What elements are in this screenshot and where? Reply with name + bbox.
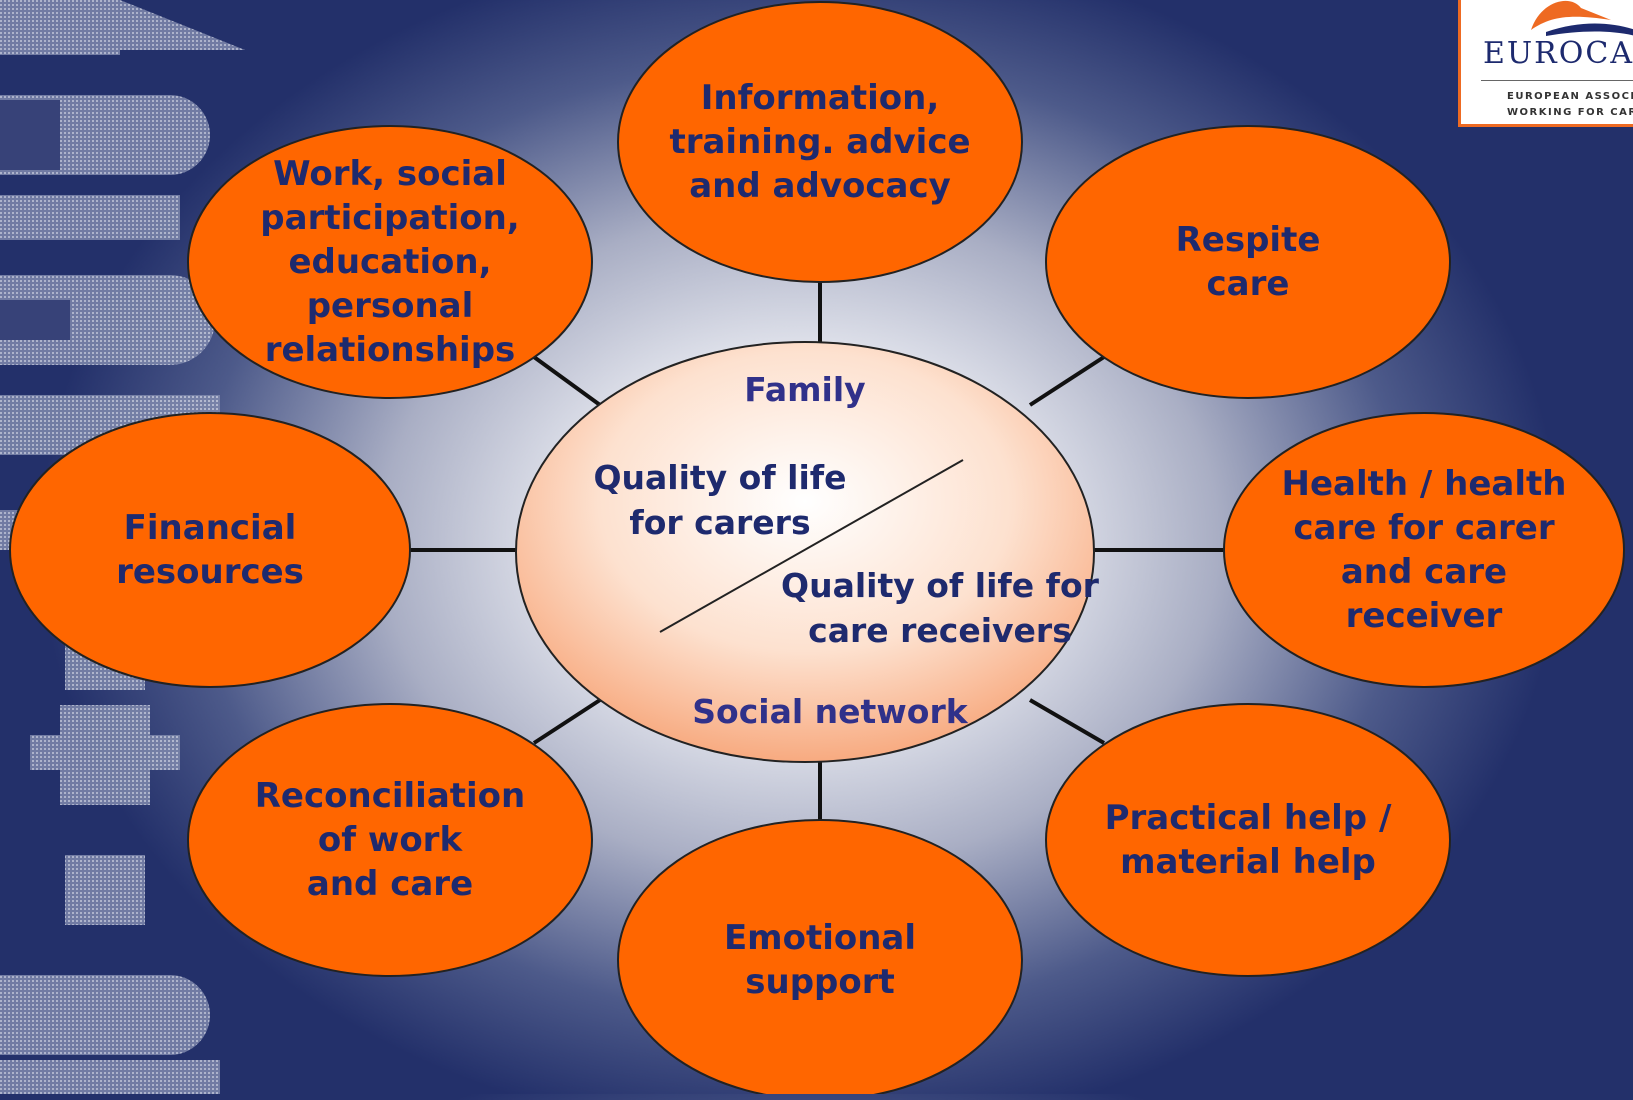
logo-rule: [1481, 80, 1633, 81]
logo-swoosh-icon: [1531, 0, 1633, 36]
connector-practical: [1028, 698, 1106, 745]
hub-carers-label: Quality of life for carers: [593, 458, 847, 542]
connector-reconciliation: [532, 698, 602, 745]
node-information: [617, 1, 1023, 283]
hub-receivers-label: Quality of life for care receivers: [781, 566, 1099, 650]
hub-divider: [659, 459, 964, 633]
logo-wordmark: EUROCARERS: [1483, 36, 1633, 71]
connectors: [410, 282, 1224, 820]
node-respite: [1045, 125, 1451, 399]
node-emotional: [617, 819, 1023, 1094]
nodes: [9, 1, 1625, 1094]
node-practical: [1045, 703, 1451, 977]
hub-social-network-label: Social network: [692, 692, 968, 731]
hub-family-label: Family: [744, 370, 866, 409]
logo-subtitle-line-1: EUROPEAN ASSOCIATION: [1507, 91, 1633, 102]
node-reconciliation: [187, 703, 593, 977]
node-financial: [9, 412, 411, 688]
eurocarers-logo: EUROCARERS EUROPEAN ASSOCIATION WORKING …: [1458, 0, 1633, 127]
node-health: [1223, 412, 1625, 688]
hub-ellipse: [515, 341, 1095, 763]
logo-subtitle-line-2: WORKING FOR CARERS: [1507, 107, 1633, 118]
node-work-social: [187, 125, 593, 399]
connector-work-social: [532, 355, 602, 407]
connector-respite: [1028, 355, 1106, 407]
